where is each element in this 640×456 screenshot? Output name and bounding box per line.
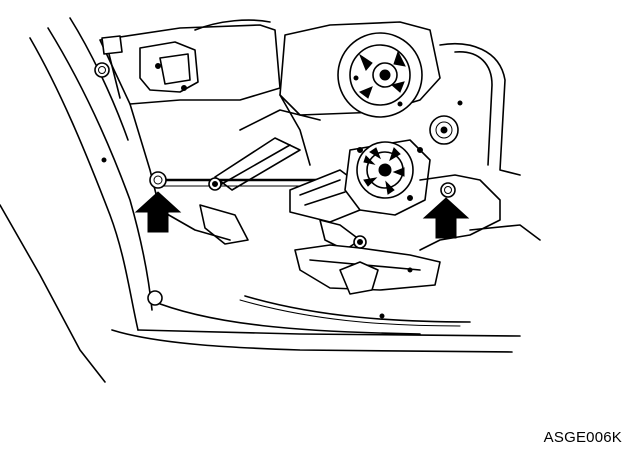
upper-bracket [101,35,199,93]
right-arrow-icon [422,197,470,239]
right-grommet [429,115,459,145]
lower-bracket [199,174,541,295]
right-mount-bolt [440,182,456,198]
upper-pulley-plate [337,32,423,118]
left-mount-bolt [149,171,167,189]
door-outer-frame [0,17,521,383]
left-arrow-icon [134,191,182,233]
panel-holes [101,100,463,319]
window-motor [289,139,431,251]
upper-left-bolt [94,62,110,78]
figure-code: ASGE006K [543,429,622,446]
